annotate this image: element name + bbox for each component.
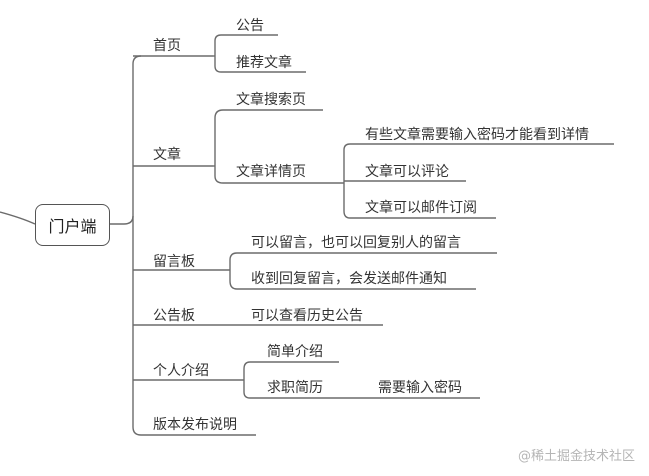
watermark: @稀土掘金技术社区: [517, 449, 635, 464]
node-notice-board: 公告板: [153, 308, 195, 324]
node-detail-comment: 文章可以评论: [365, 164, 449, 180]
node-notice-history: 可以查看历史公告: [251, 308, 363, 324]
node-resume-password: 需要输入密码: [378, 380, 462, 396]
node-intro-resume: 求职简历: [267, 380, 323, 396]
node-detail-subscribe: 文章可以邮件订阅: [365, 200, 477, 216]
node-guestbook: 留言板: [153, 254, 195, 270]
node-guestbook-reply: 可以留言，也可以回复别人的留言: [251, 235, 461, 251]
node-home-recommended: 推荐文章: [236, 55, 292, 71]
node-home-notice: 公告: [236, 18, 264, 34]
node-intro: 个人介绍: [153, 363, 209, 379]
node-article-detail: 文章详情页: [236, 164, 306, 180]
node-release: 版本发布说明: [153, 417, 237, 433]
node-home: 首页: [153, 38, 181, 54]
node-article-search: 文章搜索页: [236, 92, 306, 108]
node-detail-password: 有些文章需要输入密码才能看到详情: [365, 127, 589, 143]
node-intro-simple: 简单介绍: [267, 344, 323, 360]
node-guestbook-email: 收到回复留言，会发送邮件通知: [251, 271, 447, 287]
node-article: 文章: [153, 147, 181, 163]
root-node: 门户端: [35, 204, 110, 246]
